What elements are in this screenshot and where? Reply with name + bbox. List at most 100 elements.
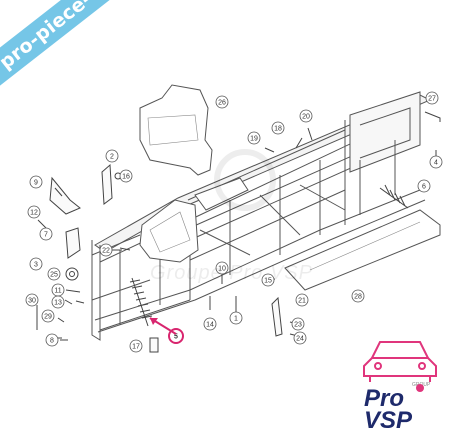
callout-16: 16 <box>119 169 133 183</box>
callout-label: 1 <box>234 316 238 323</box>
callout-circle <box>417 179 431 193</box>
callout-3: 3 <box>29 257 43 271</box>
callout-label: 19 <box>250 136 258 143</box>
callout-circle <box>295 293 309 307</box>
center-watermark: Groupe Pro VSP <box>150 262 313 284</box>
callout-23: 23 <box>291 317 305 331</box>
callout-label: 30 <box>28 298 36 305</box>
callout-circle <box>215 95 229 109</box>
callout-28: 28 <box>351 289 365 303</box>
callout-label: 5 <box>174 334 178 341</box>
callout-15: 15 <box>261 273 275 287</box>
callout-circle <box>271 121 285 135</box>
callout-circle <box>41 309 55 323</box>
callout-circle <box>215 261 229 275</box>
callout-4: 4 <box>429 155 443 169</box>
seat-panel <box>139 199 199 263</box>
callout-17: 17 <box>129 339 143 353</box>
callout-22: 22 <box>99 243 113 257</box>
callout-19: 19 <box>247 131 261 145</box>
rear-panel-28 <box>284 209 441 291</box>
pro-vsp-logo: GROUP Pro VSP <box>363 341 437 428</box>
callout-label: 28 <box>354 294 362 301</box>
callout-circle <box>47 267 61 281</box>
callout-2: 2 <box>105 149 119 163</box>
callout-circle <box>261 273 275 287</box>
callout-circle <box>351 289 365 303</box>
callout-label: 17 <box>132 344 140 351</box>
callout-circle <box>203 317 217 331</box>
callout-label: 20 <box>302 114 310 121</box>
callout-label: 9 <box>34 180 38 187</box>
callout-label: 3 <box>34 262 38 269</box>
callout-label: 29 <box>44 314 52 321</box>
callout-label: 27 <box>428 96 436 103</box>
callout-label: 15 <box>264 278 272 285</box>
callout-circle <box>39 227 53 241</box>
callout-14: 14 <box>203 317 217 331</box>
callout-24: 24 <box>293 331 307 345</box>
callout-label: 8 <box>50 338 54 345</box>
callout-9: 9 <box>29 175 43 189</box>
callout-11: 11 <box>51 283 65 297</box>
callout-30: 30 <box>25 293 39 307</box>
callout-label: 6 <box>422 184 426 191</box>
callout-label: 4 <box>434 160 438 167</box>
callout-7: 7 <box>39 227 53 241</box>
callout-circle <box>27 205 41 219</box>
callout-label: 14 <box>206 322 214 329</box>
callout-label: 16 <box>122 174 130 181</box>
callout-1: 1 <box>229 311 243 325</box>
callout-label: 2 <box>110 154 114 161</box>
callout-25: 25 <box>47 267 61 281</box>
highlight-arrow <box>149 317 177 335</box>
callout-circle <box>429 155 443 169</box>
logo-pro-text: Pro <box>364 385 404 412</box>
callout-label: 26 <box>218 100 226 107</box>
callout-label: 11 <box>54 288 61 295</box>
callout-label: 22 <box>102 248 110 255</box>
logo-dot-icon <box>416 384 424 392</box>
callout-label: 23 <box>294 322 302 329</box>
callout-20: 20 <box>299 109 313 123</box>
side-panel <box>194 177 249 211</box>
floor-panel-26 <box>139 84 213 176</box>
callout-circle <box>293 331 307 345</box>
callout-circle <box>129 339 143 353</box>
callout-26: 26 <box>215 95 229 109</box>
callout-label: 25 <box>50 272 58 279</box>
callout-6: 6 <box>417 179 431 193</box>
callout-circle <box>299 109 313 123</box>
callout-circle <box>425 91 439 105</box>
callout-label: 13 <box>54 300 62 307</box>
callout-label: 24 <box>296 336 304 343</box>
callout-29: 29 <box>41 309 55 323</box>
callout-circle <box>229 311 243 325</box>
callout-circle <box>29 257 43 271</box>
callout-circle <box>29 175 43 189</box>
callout-label: 21 <box>298 298 306 305</box>
callout-21: 21 <box>295 293 309 307</box>
callout-circle <box>51 295 65 309</box>
callout-label: 10 <box>218 266 226 273</box>
callout-circle <box>45 333 59 347</box>
callout-18: 18 <box>271 121 285 135</box>
callouts: 1234567891011121314151617181920212223242… <box>25 91 443 353</box>
callout-circle <box>119 169 133 183</box>
callout-10: 10 <box>215 261 229 275</box>
callout-label: 18 <box>274 126 282 133</box>
callout-circle <box>105 149 119 163</box>
watermark-circle <box>214 149 276 211</box>
callout-circle <box>25 293 39 307</box>
callout-label: 7 <box>44 232 48 239</box>
logo-vsp-text: VSP <box>364 407 413 428</box>
callout-label: 12 <box>30 210 38 217</box>
callout-27: 27 <box>425 91 439 105</box>
callout-circle <box>247 131 261 145</box>
car-icon <box>363 341 437 382</box>
callout-circle <box>291 317 305 331</box>
callout-8: 8 <box>45 333 59 347</box>
callout-12: 12 <box>27 205 41 219</box>
